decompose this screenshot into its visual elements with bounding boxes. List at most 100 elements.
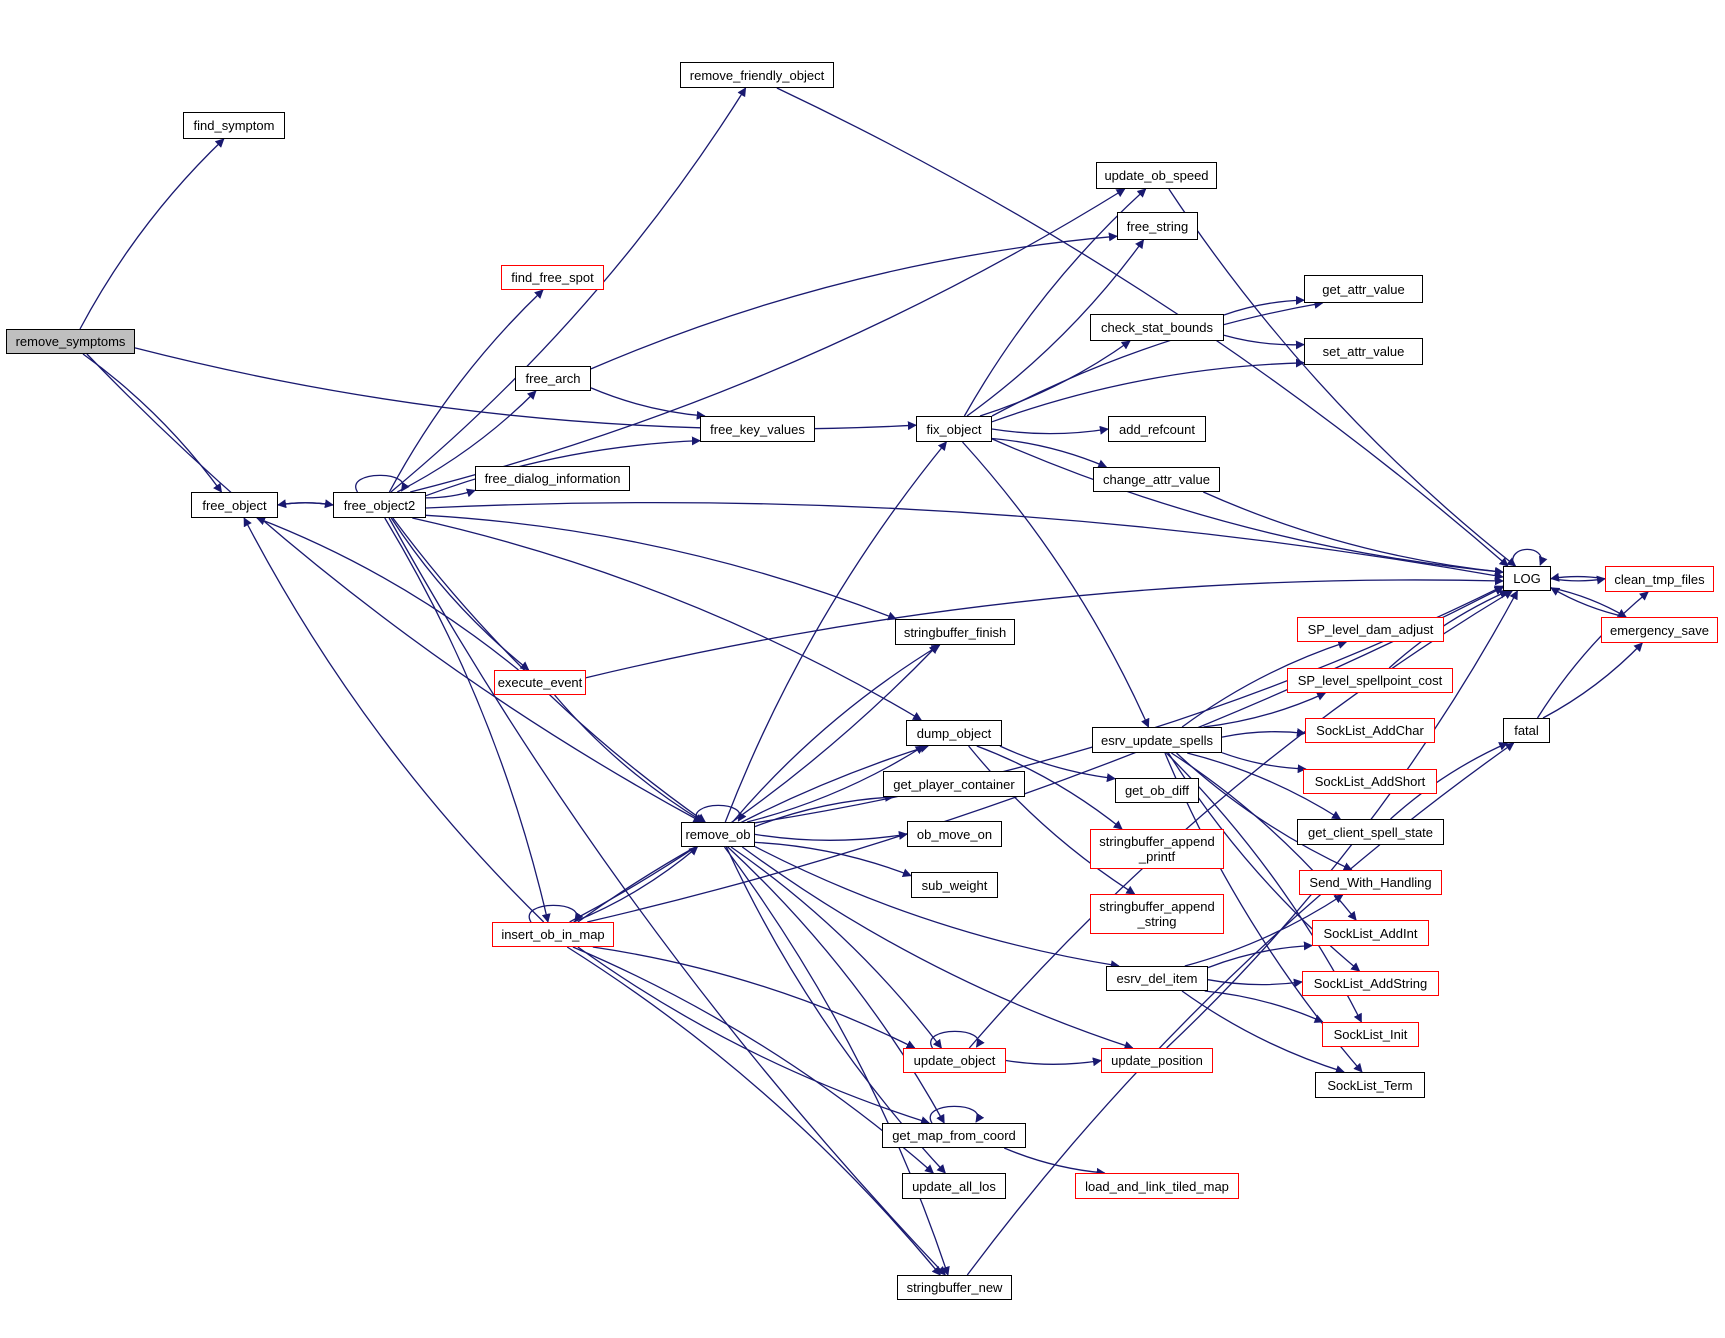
edge-log-to-emergency-save	[1550, 587, 1627, 618]
node-set-attr-value[interactable]: set_attr_value	[1304, 338, 1423, 365]
node-check-stat-bounds[interactable]: check_stat_bounds	[1090, 314, 1224, 341]
node-label: get_map_from_coord	[892, 1128, 1016, 1143]
node-log[interactable]: LOG	[1503, 566, 1551, 591]
node-remove-friendly-object[interactable]: remove_friendly_object	[680, 62, 834, 88]
node-insert-ob-in-map[interactable]: insert_ob_in_map	[492, 922, 614, 947]
edge-free-object2-to-execute-event	[390, 517, 530, 671]
node-socklist-addchar[interactable]: SockList_AddChar	[1305, 718, 1435, 743]
node-fix-object[interactable]: fix_object	[916, 416, 992, 442]
node-free-key-values[interactable]: free_key_values	[700, 416, 815, 442]
node-stringbuffer-append-printf[interactable]: stringbuffer_append _printf	[1090, 829, 1224, 869]
edge-fix-object-to-set-attr-value	[991, 358, 1305, 423]
node-get-player-container[interactable]: get_player_container	[883, 771, 1025, 797]
node-get-ob-diff[interactable]: get_ob_diff	[1115, 778, 1199, 803]
node-label: update_ob_speed	[1104, 168, 1209, 183]
node-remove-symptoms: remove_symptoms	[6, 329, 135, 354]
node-free-object[interactable]: free_object	[191, 492, 278, 518]
node-label: find_free_spot	[511, 270, 594, 285]
node-emergency-save[interactable]: emergency_save	[1601, 617, 1718, 643]
node-label: emergency_save	[1610, 622, 1709, 638]
edge-log-to-clean-tmp-files	[1550, 575, 1606, 585]
node-label: find_symptom	[193, 118, 275, 133]
node-fatal[interactable]: fatal	[1503, 718, 1550, 743]
edge-esrv-update-spells-to-sp-level-dam-adjust	[1181, 640, 1348, 728]
node-get-client-spell-state[interactable]: get_client_spell_state	[1297, 819, 1444, 845]
node-esrv-del-item[interactable]: esrv_del_item	[1106, 966, 1208, 991]
node-socklist-addstring[interactable]: SockList_AddString	[1302, 971, 1439, 996]
node-update-all-los[interactable]: update_all_los	[902, 1173, 1006, 1199]
edge-free-object2-to-log	[425, 501, 1504, 581]
node-add-refcount[interactable]: add_refcount	[1108, 416, 1206, 442]
node-free-dialog-information[interactable]: free_dialog_information	[475, 466, 630, 491]
edge-clean-tmp-files-to-log	[1550, 572, 1606, 582]
node-change-attr-value[interactable]: change_attr_value	[1093, 467, 1220, 492]
node-free-arch[interactable]: free_arch	[515, 366, 591, 391]
edge-dump-object-to-get-ob-diff	[999, 745, 1116, 783]
node-label: free_object2	[343, 497, 416, 513]
node-label: SP_level_spellpoint_cost	[1297, 673, 1443, 688]
edge-fix-object-to-esrv-update-spells	[962, 441, 1150, 728]
node-clean-tmp-files[interactable]: clean_tmp_files	[1605, 566, 1714, 592]
node-get-map-from-coord[interactable]: get_map_from_coord	[882, 1123, 1026, 1148]
node-socklist-init[interactable]: SockList_Init	[1322, 1022, 1419, 1047]
node-send-with-handling[interactable]: Send_With_Handling	[1299, 870, 1442, 895]
node-esrv-update-spells[interactable]: esrv_update_spells	[1092, 727, 1222, 753]
node-get-attr-value[interactable]: get_attr_value	[1304, 275, 1423, 303]
node-label: free_object	[202, 497, 267, 513]
edge-remove-ob-to-sub-weight	[754, 841, 912, 877]
node-sub-weight[interactable]: sub_weight	[911, 872, 998, 898]
node-find-symptom[interactable]: find_symptom	[183, 112, 285, 139]
node-label: free_key_values	[710, 421, 805, 437]
node-label: get_client_spell_state	[1307, 824, 1434, 840]
node-socklist-addshort[interactable]: SockList_AddShort	[1303, 769, 1437, 794]
edge-remove-ob-to-remove-ob	[695, 804, 747, 823]
node-sp-level-spellpoint-cost[interactable]: SP_level_spellpoint_cost	[1287, 668, 1453, 693]
edge-esrv-update-spells-to-socklist-addshort	[1221, 752, 1307, 774]
node-label: free_arch	[525, 371, 581, 386]
node-label: stringbuffer_finish	[903, 624, 1007, 640]
node-socklist-addint[interactable]: SockList_AddInt	[1312, 920, 1429, 946]
node-free-object2[interactable]: free_object2	[333, 492, 426, 518]
node-stringbuffer-new[interactable]: stringbuffer_new	[897, 1275, 1012, 1300]
edge-esrv-update-spells-to-get-client-spell-state	[1187, 752, 1342, 820]
edge-remove-ob-to-dump-object	[746, 745, 925, 823]
node-label: remove_friendly_object	[689, 67, 825, 83]
node-ob-move-on[interactable]: ob_move_on	[907, 821, 1002, 847]
edge-esrv-del-item-to-send-with-handling	[1184, 894, 1344, 967]
node-label: ob_move_on	[916, 826, 993, 842]
node-label: set_attr_value	[1322, 344, 1405, 359]
edge-remove-symptoms-to-find-symptom	[79, 138, 225, 330]
node-label: load_and_link_tiled_map	[1085, 1178, 1229, 1194]
node-update-object[interactable]: update_object	[903, 1048, 1006, 1073]
edge-fix-object-to-get-attr-value	[991, 299, 1324, 417]
node-label: SP_level_dam_adjust	[1307, 622, 1434, 637]
node-execute-event[interactable]: execute_event	[494, 670, 586, 695]
node-update-ob-speed[interactable]: update_ob_speed	[1096, 162, 1217, 189]
node-label: sub_weight	[921, 877, 988, 893]
edge-esrv-del-item-to-socklist-addstring	[1207, 978, 1303, 988]
node-load-and-link-tiled-map[interactable]: load_and_link_tiled_map	[1075, 1173, 1239, 1199]
edge-free-object2-to-free-key-values	[425, 436, 701, 497]
edge-emergency-save-to-log	[1550, 587, 1627, 618]
edge-remove-ob-to-update-position	[741, 846, 1134, 1050]
node-label: get_ob_diff	[1124, 783, 1190, 798]
edge-esrv-del-item-to-socklist-term	[1181, 990, 1345, 1074]
edge-fix-object-to-change-attr-value	[991, 437, 1108, 468]
node-stringbuffer-append-string[interactable]: stringbuffer_append _string	[1090, 894, 1224, 934]
node-find-free-spot[interactable]: find_free_spot	[501, 265, 604, 290]
node-remove-ob[interactable]: remove_ob	[681, 822, 755, 847]
node-label: SockList_Init	[1333, 1027, 1408, 1042]
edge-fix-object-to-add-refcount	[991, 425, 1109, 435]
node-dump-object[interactable]: dump_object	[906, 720, 1002, 746]
node-sp-level-dam-adjust[interactable]: SP_level_dam_adjust	[1297, 617, 1444, 642]
edge-free-object2-to-free-object	[277, 499, 334, 509]
node-label: free_dialog_information	[484, 471, 621, 486]
node-free-string[interactable]: free_string	[1117, 212, 1198, 240]
node-update-position[interactable]: update_position	[1101, 1048, 1213, 1073]
edge-remove-ob-to-ob-move-on	[754, 830, 908, 841]
node-socklist-term[interactable]: SockList_Term	[1315, 1072, 1425, 1098]
edge-insert-ob-in-map-to-free-object	[243, 517, 545, 923]
node-label: stringbuffer_append _printf	[1099, 834, 1215, 864]
node-stringbuffer-finish[interactable]: stringbuffer_finish	[895, 619, 1015, 645]
